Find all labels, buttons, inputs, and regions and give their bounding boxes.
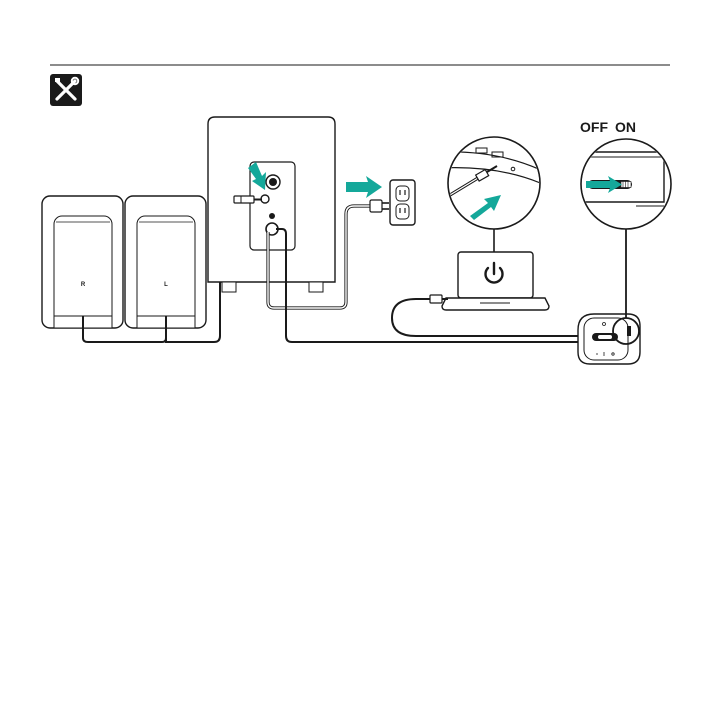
- plug-icon: [370, 200, 389, 212]
- power-switch-knob: [621, 182, 631, 188]
- switch-on-label: ON: [615, 119, 636, 135]
- subwoofer: [208, 117, 335, 292]
- speaker-left: L: [125, 196, 206, 328]
- speaker-left-label: L: [164, 282, 168, 288]
- power-switch-zoom: [578, 139, 671, 229]
- laptop-port-zoom: [440, 137, 545, 252]
- outlet-arrow: [346, 176, 382, 198]
- speaker-right: R: [42, 196, 123, 328]
- laptop: [442, 252, 549, 310]
- tools-icon: [50, 74, 82, 106]
- input-jack: [261, 195, 269, 203]
- switch-off-label: OFF: [580, 119, 608, 135]
- wall-outlet-icon: [390, 180, 415, 225]
- speaker-right-label: R: [81, 282, 86, 288]
- control-pod: [578, 314, 640, 364]
